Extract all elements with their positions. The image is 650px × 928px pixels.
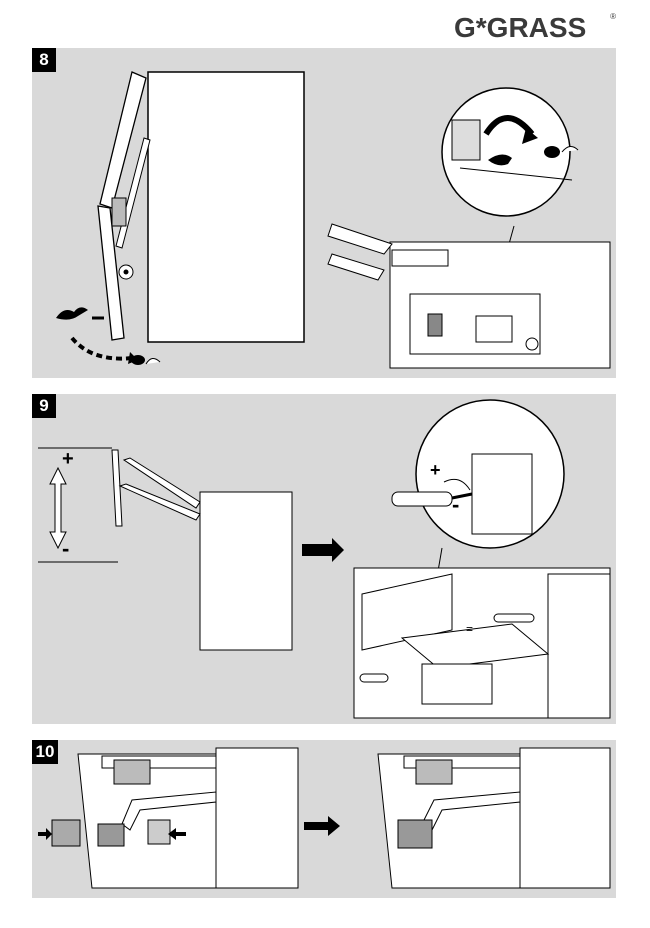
cabinet-side-panel [199,491,293,651]
flap-door-upper [99,71,147,209]
zoom-right-screw [493,613,535,623]
lift-unit-spring [427,313,443,337]
before-cover-right [97,823,125,847]
equal-mark: = [466,622,474,636]
detail-mechanism [471,453,533,535]
lift-unit-label [475,315,513,343]
before-cover-piece [147,819,171,845]
step-10-illustration [38,747,611,889]
detail-mechanism [451,119,481,161]
detail-snail-icon [561,146,579,153]
step-9-panel: 9 + - + - = [32,394,616,724]
minus-sign: - [62,536,70,561]
hinge-part [111,197,127,227]
snail-icon [145,358,161,365]
detail-minus-sign: - [452,492,460,517]
transition-arrow [304,816,340,836]
zoom-side-panel [547,573,611,719]
transition-arrow [302,538,344,562]
registered-mark: ® [610,12,616,21]
step-10-panel: 10 [32,740,616,898]
mounting-plate [391,249,449,267]
lift-arm-upper [122,457,201,509]
step-8-panel: 8 [32,48,616,378]
step-10-number: 10 [32,740,58,764]
zoom-lift-unit-top [400,623,550,669]
after-cover-assembled [397,819,433,849]
zoom-top-panel [361,573,453,651]
step-9-number: 9 [32,394,56,418]
plus-sign: + [62,448,74,470]
flap-door-edge [111,449,123,527]
screwdriver-shaft [451,492,473,500]
hare-icon [56,307,88,320]
brand-name: G*GRASS [454,12,587,43]
zoom-left-screw [359,673,389,683]
before-cover-left [51,819,81,847]
after-cabinet-side [519,747,611,889]
rotation-arrow [483,115,535,136]
after-hinge [415,759,453,785]
zoom-lift-unit [421,663,493,705]
screwdriver-handle [391,491,453,507]
step-9-illustration [38,399,611,719]
lift-arm-lower [118,483,201,521]
before-lift-arm [121,791,217,831]
detail-knob [544,146,560,158]
before-cabinet-side [215,747,299,889]
flap-door-lower [97,205,125,341]
detail-edge [459,167,573,181]
step-8-illustration [56,71,611,369]
cabinet-side-panel [147,71,305,343]
adjust-knob [131,355,145,365]
lift-unit-pivot [525,337,539,351]
push-arrow-right [168,828,186,840]
zoom-arm-upper [327,223,393,255]
adjust-arrow [70,336,133,361]
rotation-arrow [443,478,471,491]
grass-logo: G*GRASS ® [454,12,616,44]
rotation-arrow-head [522,128,538,144]
detail-plus-sign: + [430,460,441,480]
push-arrow-left [38,828,52,840]
joint-pin [123,269,129,275]
zoom-arm-lower [327,253,385,281]
before-hinge [113,759,151,785]
height-adjust-arrow [49,466,67,550]
detail-hare-icon [488,154,512,166]
step-8-number: 8 [32,48,56,72]
